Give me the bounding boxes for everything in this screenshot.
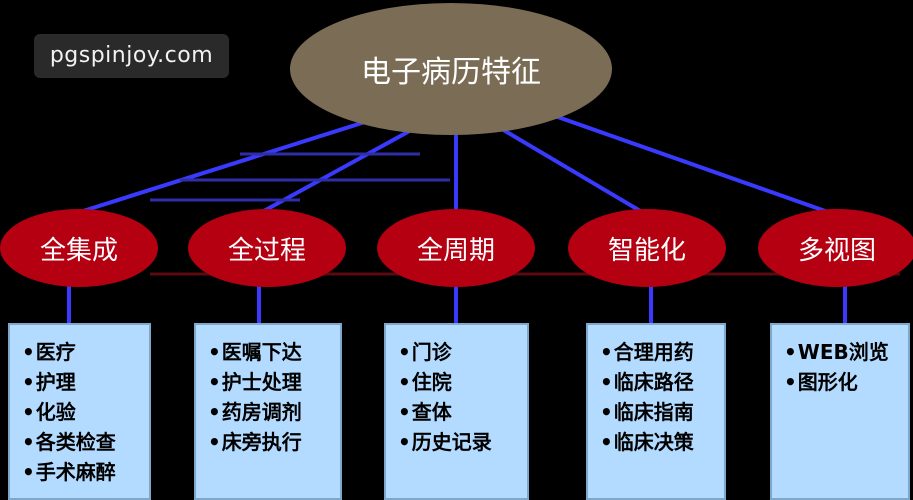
node-label: 智能化	[607, 235, 686, 266]
list-item: 护士处理	[208, 367, 340, 397]
list-item: 各类检查	[22, 427, 149, 457]
node-label: 全周期	[416, 235, 495, 266]
list-item: 临床路径	[600, 367, 724, 397]
list-item: 护理	[22, 367, 149, 397]
list-item: 床旁执行	[208, 427, 340, 457]
root-node-label: 电子病历特征	[361, 55, 541, 90]
box-multiview: WEB浏览 图形化	[770, 323, 910, 500]
node-multiview: 多视图	[758, 209, 913, 287]
node-label: 全过程	[227, 235, 306, 266]
list-item: 医疗	[22, 337, 149, 367]
list-item: 化验	[22, 397, 149, 427]
list-item: 临床指南	[600, 397, 724, 427]
list-item: 图形化	[784, 367, 908, 397]
watermark-label: pgspinjoy.com	[34, 34, 229, 78]
connector-root-intelligence	[498, 126, 644, 214]
list-item: 临床决策	[600, 427, 724, 457]
node-label: 全集成	[39, 235, 118, 266]
node-process: 全过程	[188, 209, 346, 287]
list-item: 合理用药	[600, 337, 724, 367]
list-item: 药房调剂	[208, 397, 340, 427]
list-item: 住院	[398, 367, 527, 397]
root-node: 电子病历特征	[290, 3, 612, 135]
node-integration: 全集成	[0, 209, 158, 287]
box-process: 医嘱下达 护士处理 药房调剂 床旁执行	[194, 323, 342, 500]
connector-root-process	[261, 126, 416, 214]
list-item: 查体	[398, 397, 527, 427]
connector-root-integration	[79, 120, 366, 214]
connector-root-multiview	[554, 114, 829, 214]
list-item: WEB浏览	[784, 337, 908, 367]
box-intelligence: 合理用药 临床路径 临床指南 临床决策	[586, 323, 726, 500]
node-cycle: 全周期	[377, 209, 535, 287]
box-cycle: 门诊 住院 查体 历史记录	[384, 323, 529, 500]
node-intelligence: 智能化	[568, 209, 726, 287]
list-item: 医嘱下达	[208, 337, 340, 367]
list-item: 手术麻醉	[22, 457, 149, 487]
node-label: 多视图	[797, 235, 876, 266]
list-item: 历史记录	[398, 427, 527, 457]
box-integration: 医疗 护理 化验 各类检查 手术麻醉	[8, 323, 151, 500]
list-item: 门诊	[398, 337, 527, 367]
